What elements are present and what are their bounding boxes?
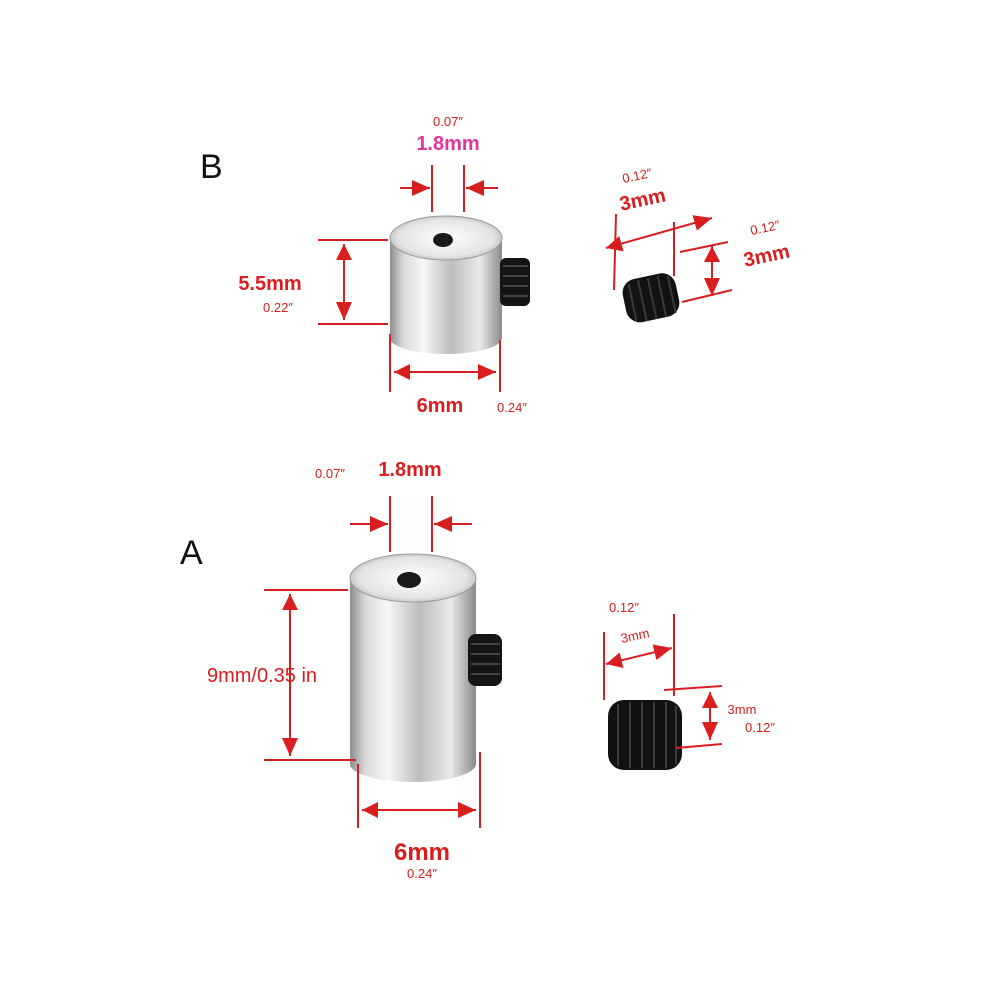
- b-hole-dimension-lines: [400, 165, 498, 212]
- b-screw-dia-mm: 3mm: [742, 241, 792, 272]
- b-screw-dimension-lines: [605, 213, 733, 303]
- variant-a-label: A: [180, 534, 203, 572]
- a-side-screw: [468, 634, 502, 686]
- b-hole-inch: 0.07″: [433, 114, 463, 129]
- a-hole-inch: 0.07″: [315, 466, 345, 481]
- b-screw-length-mm: 3mm: [618, 185, 668, 216]
- b-width-dimension-lines: [389, 334, 501, 392]
- b-height-mm: 5.5mm: [238, 273, 301, 295]
- a-hole-dimension-lines: [350, 496, 472, 552]
- a-height-dimension-lines: [264, 589, 356, 761]
- collar-a: [349, 553, 502, 782]
- variant-b-label: B: [200, 148, 223, 186]
- b-height-dimension-lines: [318, 239, 388, 325]
- a-hole-mm: 1.8mm: [378, 459, 441, 481]
- a-screw-dimension-lines: [603, 614, 723, 749]
- b-screw-dia-inch: 0.12″: [749, 217, 782, 238]
- variant-b: B 0.07″ 1.8mm: [200, 114, 792, 417]
- b-screw-length-inch: 0.12″: [621, 165, 654, 186]
- a-screw-length-mm: 3mm: [619, 625, 650, 646]
- b-height-inch: 0.22″: [263, 300, 293, 315]
- b-width-mm: 6mm: [417, 395, 464, 417]
- a-set-screw: [608, 700, 682, 770]
- a-screw-length-inch: 0.12″: [609, 600, 639, 615]
- b-hole-mm: 1.8mm: [416, 133, 479, 155]
- a-screw-dia-inch: 0.12″: [745, 720, 775, 735]
- b-width-inch: 0.24″: [497, 400, 527, 415]
- a-width-mm: 6mm: [394, 839, 450, 866]
- a-width-dimension-lines: [357, 752, 481, 828]
- b-set-screw: [622, 273, 680, 323]
- variant-a: A 0.07″ 1.8mm: [180, 459, 775, 881]
- a-height: 9mm/0.35 in: [207, 665, 317, 687]
- a-screw-dia-mm: 3mm: [728, 702, 757, 717]
- a-width-inch: 0.24″: [407, 866, 437, 881]
- b-side-screw: [500, 258, 530, 306]
- collar-b: [389, 215, 530, 354]
